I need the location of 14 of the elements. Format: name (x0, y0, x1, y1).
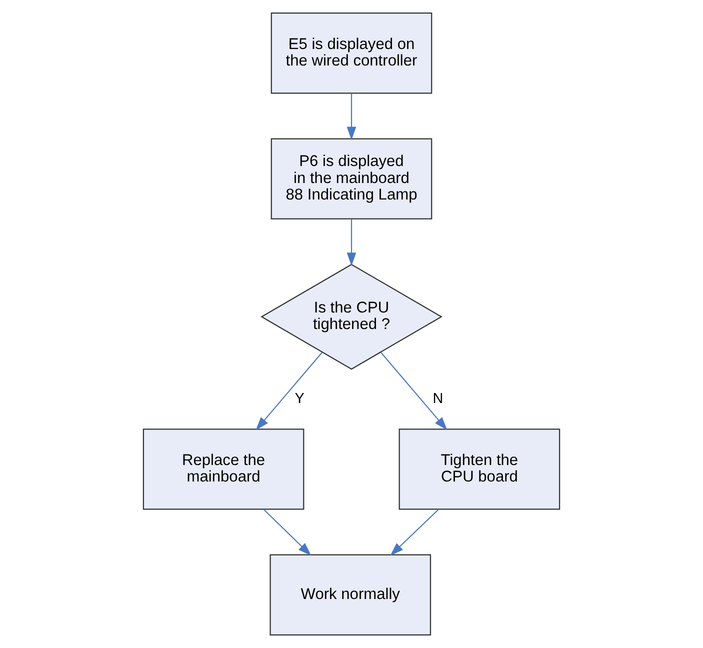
arrow (390, 508, 439, 556)
arrow (380, 352, 448, 430)
node-box: Work normally (270, 554, 432, 636)
node-box: Tighten the CPU board (398, 428, 560, 510)
node-diamond: Is the CPU tightened ? (260, 264, 442, 370)
arrow (263, 508, 312, 556)
arrow (256, 352, 323, 430)
node-box: E5 is displayed on the wired controller (270, 12, 432, 94)
arrow (346, 93, 356, 140)
node-box: P6 is displayed in the mainboard 88 Indicating Lamp (270, 138, 432, 220)
arrow (346, 219, 356, 266)
node-box: Replace the mainboard (142, 428, 304, 510)
edge-label: Y (294, 390, 304, 407)
edge-label: N (432, 390, 444, 407)
